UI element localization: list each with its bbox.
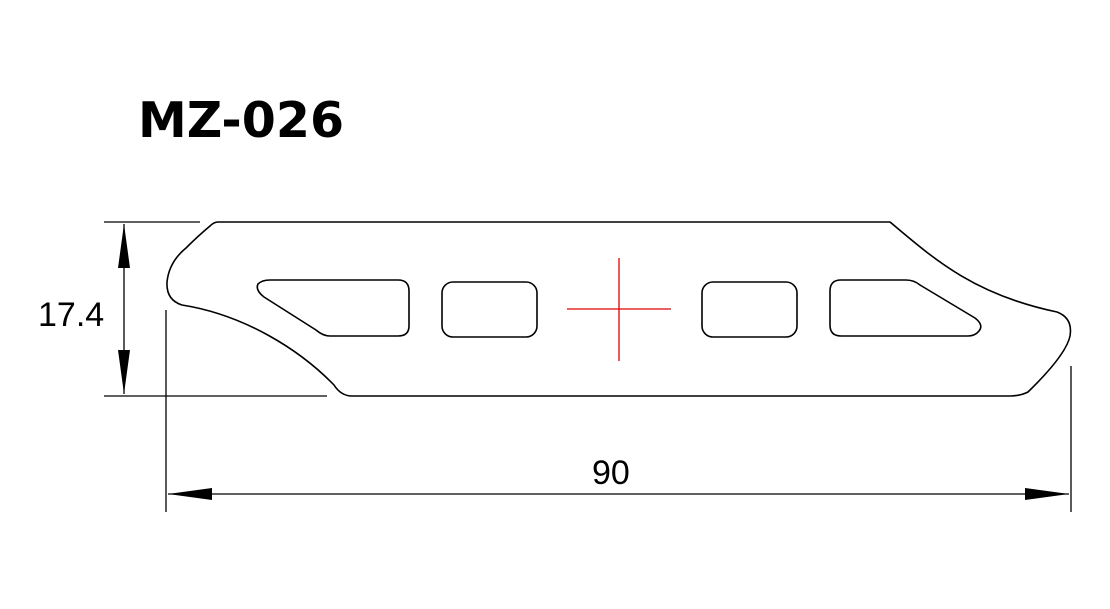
part-title: MZ-026 bbox=[138, 92, 345, 149]
profile-outline bbox=[166, 221, 1072, 397]
slot-right-slanted bbox=[829, 279, 982, 337]
height-arrow-bottom bbox=[118, 350, 130, 394]
height-dimension-label: 17.4 bbox=[38, 296, 104, 334]
width-arrow-right bbox=[1025, 488, 1069, 500]
width-arrow-left bbox=[168, 488, 212, 500]
slot-rect-left bbox=[441, 281, 538, 338]
width-dimension-label: 90 bbox=[592, 454, 630, 492]
slot-left-slanted bbox=[256, 279, 410, 337]
slot-rect-right bbox=[701, 281, 798, 338]
height-arrow-top bbox=[118, 224, 130, 268]
